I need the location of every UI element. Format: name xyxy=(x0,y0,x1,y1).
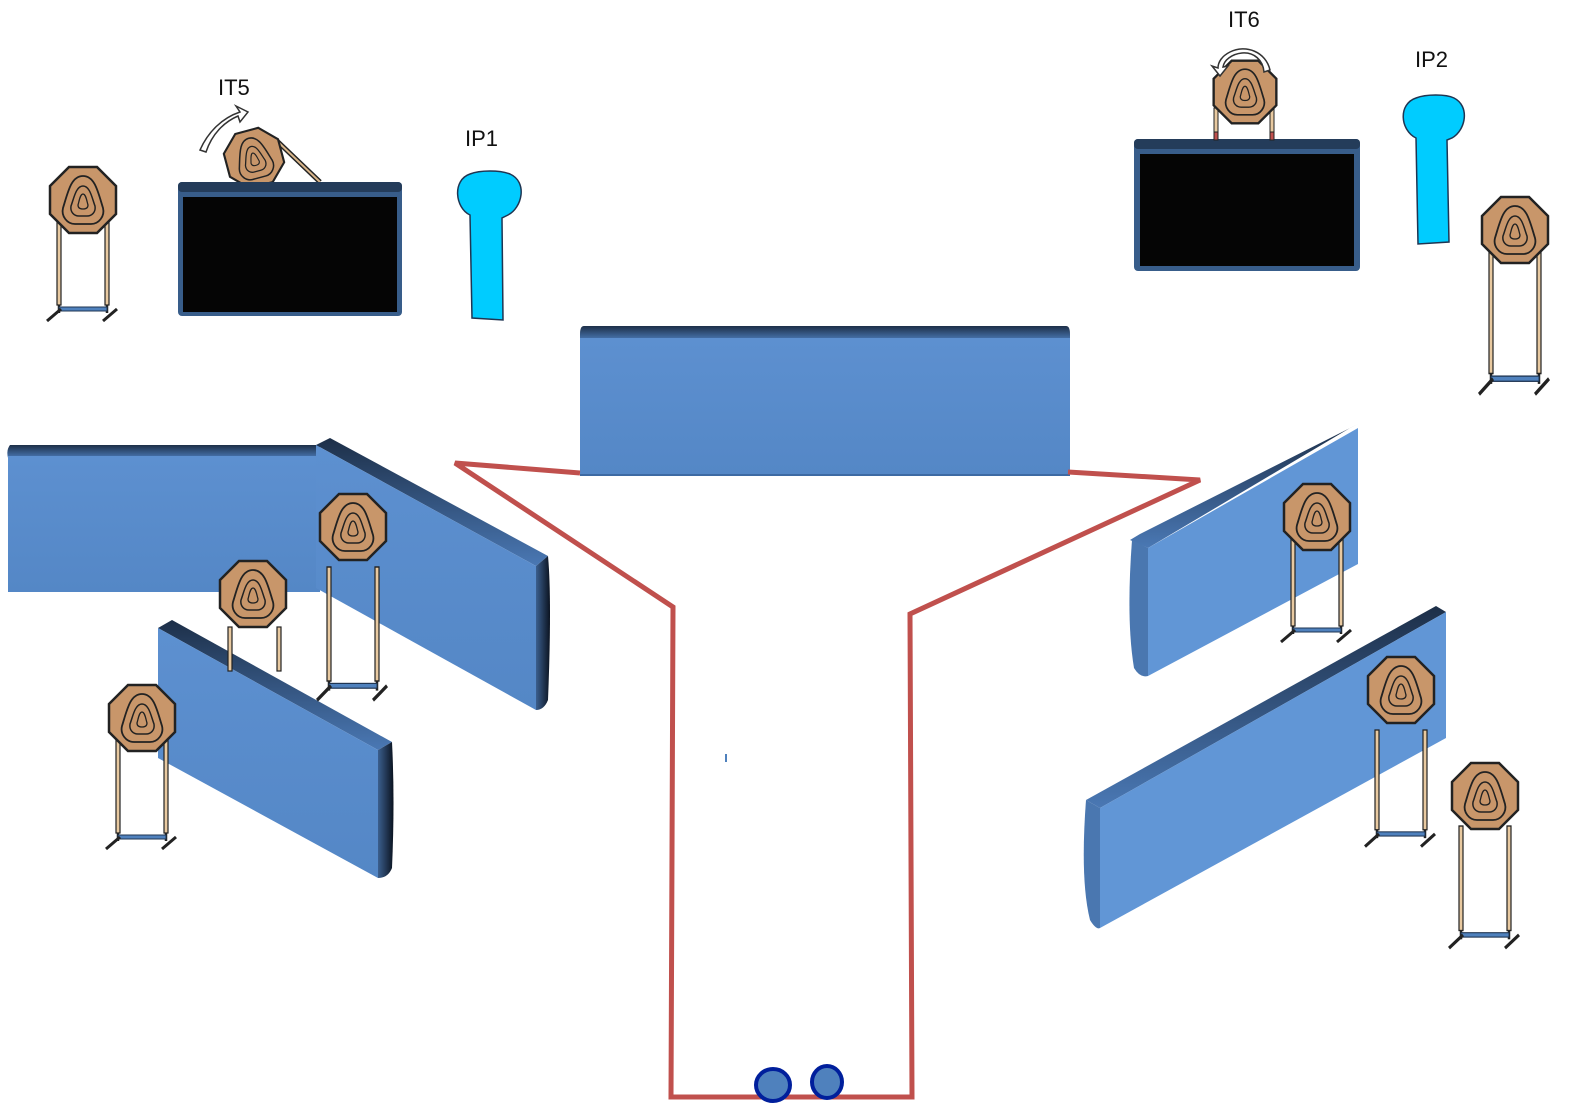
target-left-3 xyxy=(104,683,178,851)
no-shoot-target-icon xyxy=(456,170,522,321)
label-it6: IT6 xyxy=(1228,7,1260,32)
steel-target-icon xyxy=(1480,195,1550,265)
label-ip1: IP1 xyxy=(465,126,498,151)
label-it5: IT5 xyxy=(218,75,250,100)
target-it5 xyxy=(198,104,322,194)
wall-left-angled-upper xyxy=(316,438,550,710)
no-shoot-target-icon xyxy=(1402,94,1465,245)
label-ip2: IP2 xyxy=(1415,47,1448,72)
start-position-icon xyxy=(810,1064,844,1100)
screen-right xyxy=(1134,139,1360,271)
no-shoot-ip2 xyxy=(1402,94,1465,245)
target-top-right xyxy=(1477,195,1551,397)
rotation-arrow-icon xyxy=(1209,48,1271,78)
target-left-2 xyxy=(218,559,288,672)
steel-target-icon xyxy=(48,165,118,235)
steel-target-icon xyxy=(1366,655,1436,725)
start-position-icon xyxy=(754,1067,792,1103)
screen-left xyxy=(178,182,402,316)
steel-target-icon xyxy=(1450,761,1520,831)
steel-target-icon xyxy=(318,492,388,562)
rotation-arrow-icon xyxy=(198,104,250,153)
start-positions xyxy=(754,1064,844,1103)
steel-target-icon xyxy=(1282,482,1352,552)
target-it6 xyxy=(1209,48,1278,141)
no-shoot-ip1 xyxy=(456,170,522,321)
target-top-left xyxy=(45,165,119,323)
target-right-3 xyxy=(1447,761,1521,950)
steel-target-icon xyxy=(107,683,177,753)
fault-line xyxy=(453,460,1202,1100)
wall-left-angled-lower xyxy=(158,620,394,878)
steel-target-icon xyxy=(218,559,288,629)
wall-right-angled-lower xyxy=(1083,606,1446,929)
wall-center-back xyxy=(580,326,1070,476)
